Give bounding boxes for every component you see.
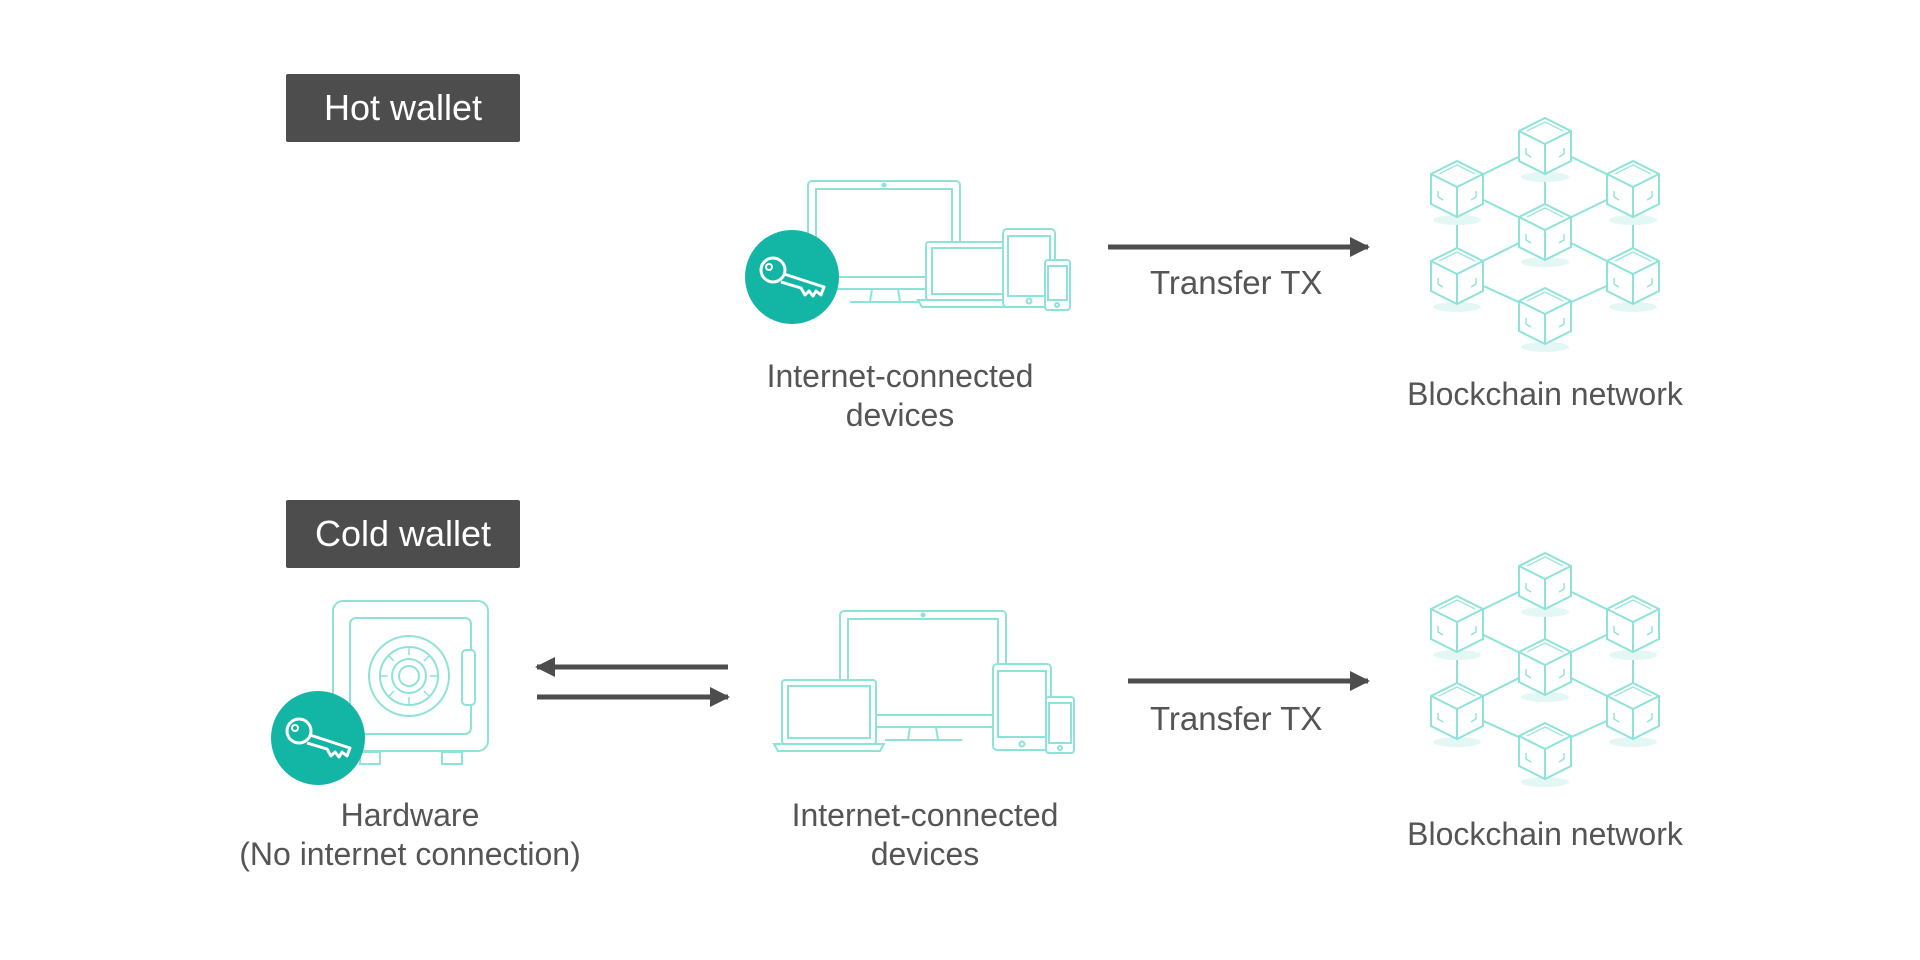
key-icon-cold: [269, 689, 367, 787]
hardware-label-line2: (No internet connection): [239, 836, 581, 872]
devices-icon-cold: [772, 610, 1075, 754]
hot-devices-label: Internet-connected devices: [700, 357, 1100, 435]
hot-devices-label-line1: Internet-connected: [766, 358, 1034, 394]
blockchain-network-icon-cold: [1431, 553, 1659, 787]
hot-wallet-tag: Hot wallet: [286, 74, 520, 142]
cold-wallet-tag: Cold wallet: [286, 500, 520, 568]
blockchain-network-icon: [1431, 118, 1659, 352]
key-icon: [743, 228, 841, 326]
cold-devices-label-line2: devices: [870, 836, 980, 872]
hardware-label: Hardware (No internet connection): [210, 796, 610, 874]
hot-devices-label-line2: devices: [845, 397, 955, 433]
hardware-label-line1: Hardware: [340, 797, 480, 833]
devices-icon: [807, 180, 1071, 311]
cold-transfer-label: Transfer TX: [1150, 700, 1323, 737]
cold-devices-label: Internet-connected devices: [725, 796, 1125, 874]
cold-network-label: Blockchain network: [1407, 816, 1683, 852]
hot-network-label: Blockchain network: [1407, 376, 1683, 412]
cold-devices-label-line1: Internet-connected: [791, 797, 1059, 833]
hot-transfer-label: Transfer TX: [1150, 264, 1323, 301]
safe-icon: [332, 600, 489, 765]
